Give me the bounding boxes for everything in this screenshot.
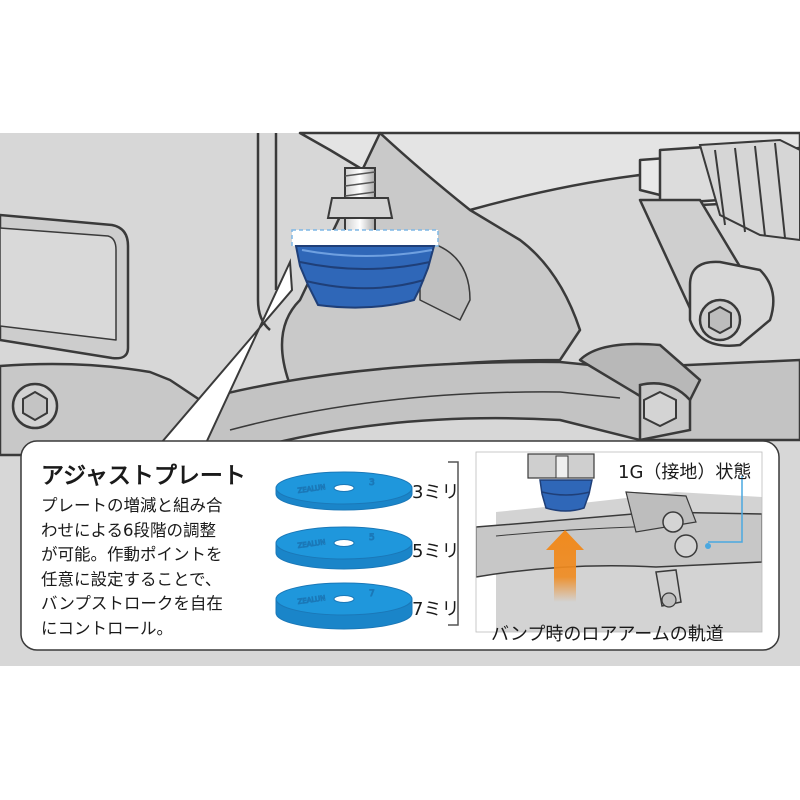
left-bolt bbox=[11, 382, 59, 430]
plate-size-label-3mm: 3ミリ bbox=[412, 482, 460, 503]
ground-state-label: 1G（接地）状態 bbox=[618, 462, 752, 483]
description-line: が可能。作動ポイントを bbox=[41, 545, 223, 564]
plate-section-title: アジャストプレート bbox=[41, 463, 246, 489]
plate-7mm: ZEALUN 7 bbox=[275, 582, 413, 630]
bump-stopper bbox=[291, 167, 439, 309]
shock-link bbox=[638, 198, 775, 347]
plate-mark-3: 3 bbox=[369, 478, 375, 488]
plate-size-label-7mm: 7ミリ bbox=[412, 599, 460, 620]
plate-mark-5: 5 bbox=[369, 533, 375, 543]
lower-bolt bbox=[638, 382, 692, 442]
plate-3mm: ZEALUN 3 bbox=[275, 471, 413, 511]
description-line: プレートの増減と組み合 bbox=[41, 496, 223, 515]
plate-mark-7: 7 bbox=[369, 589, 375, 599]
description-line: 任意に設定することで、 bbox=[41, 569, 222, 589]
bump-trajectory-label: バンプ時のロアアームの軌道 bbox=[491, 624, 724, 645]
subframe bbox=[0, 213, 202, 457]
plate-section-description: プレートの増減と組み合 わせによる6段階の調整 が可能。作動ポイントを 任意に設… bbox=[41, 494, 223, 641]
plate-stack: ZEALUN 3 ZEALUN 5 ZEALUN 7 bbox=[275, 471, 413, 630]
description-line: わせによる6段階の調整 bbox=[41, 520, 217, 540]
description-line: バンプストロークを自在 bbox=[41, 594, 223, 613]
plate-5mm: ZEALUN 5 bbox=[275, 526, 413, 570]
description-line: にコントロール。 bbox=[41, 618, 173, 638]
knuckle bbox=[256, 133, 278, 331]
state-callout-line bbox=[708, 476, 743, 543]
plate-size-label-5mm: 5ミリ bbox=[412, 541, 460, 562]
size-bracket bbox=[448, 461, 459, 626]
dust-boot bbox=[698, 138, 800, 242]
